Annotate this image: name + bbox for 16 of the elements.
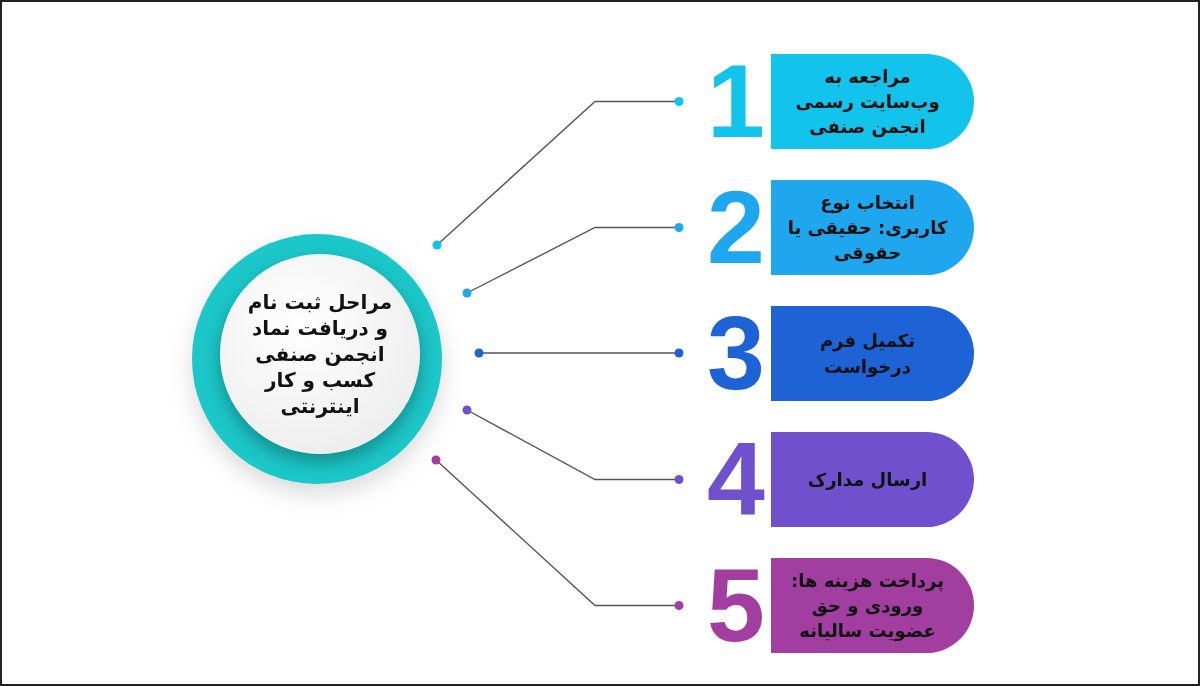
step-text: انتخاب نوع کاربری: حقیقی یا حقوقی	[787, 190, 948, 266]
step-text: تکمیل فرم درخواست	[818, 329, 917, 379]
circle-title: مراحل ثبت نام و دریافت نماد انجمن صنفی کسب و کار اینترنتی	[246, 289, 394, 419]
step-number: 3	[707, 306, 765, 401]
connector-line	[432, 97, 684, 250]
step-text: ارسال مدارک	[807, 467, 928, 492]
step-number: 1	[707, 54, 765, 149]
step-number: 4	[707, 432, 765, 527]
step-text: پرداخت هزینه ها: ورودی و حق عضویت سالیانه	[789, 568, 946, 644]
connector-line	[431, 455, 684, 610]
connector-line	[462, 405, 684, 484]
step-number: 2	[707, 180, 765, 275]
connector-line	[462, 223, 684, 298]
step-text: مراجعه به وب‌سایت رسمی انجمن صنفی	[794, 64, 941, 140]
step-number: 5	[707, 558, 765, 653]
connector-line	[474, 348, 684, 358]
